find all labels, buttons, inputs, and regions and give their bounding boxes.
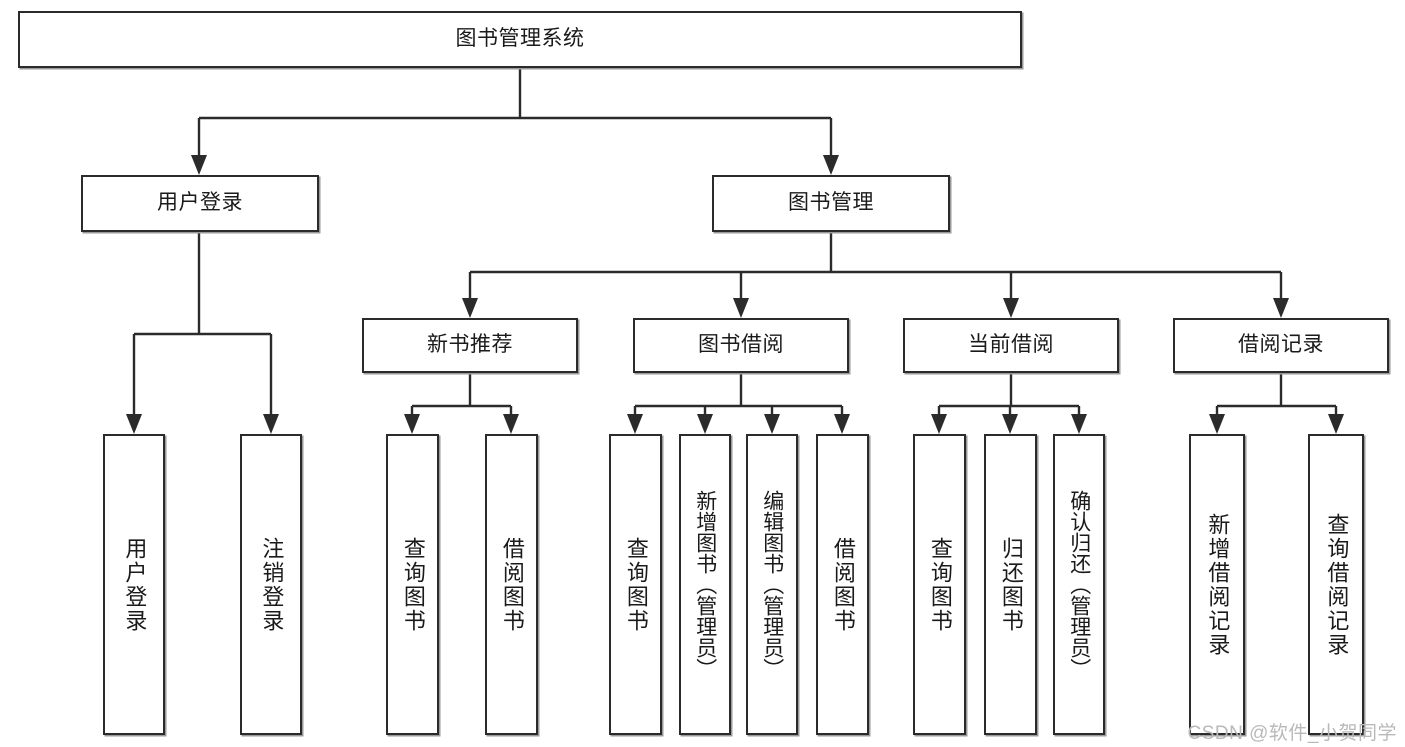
node-leaf-borrow-book-recommend[interactable]: 借阅图书 [485, 434, 538, 735]
node-leaf-confirm-return-admin[interactable]: 确认归还（管理员） [1053, 434, 1105, 735]
node-book-borrow-label: 图书借阅 [698, 333, 784, 357]
node-leaf-add-borrow-record-label: 新增借阅记录 [1205, 512, 1231, 657]
node-leaf-query-book-recommend[interactable]: 查询图书 [386, 434, 439, 735]
node-root-label: 图书管理系统 [455, 27, 585, 51]
arrow-borrow-leaf-1 [627, 414, 643, 434]
node-root[interactable]: 图书管理系统 [18, 11, 1022, 68]
node-book-management-label: 图书管理 [788, 191, 874, 215]
borrow-leaf-connectors [627, 373, 850, 434]
record-leaf-connectors [1209, 373, 1344, 434]
arrow-login-leaf-1 [126, 414, 142, 434]
login-connectors [126, 232, 279, 434]
arrow-to-login [191, 155, 207, 175]
arrow-borrow-leaf-3 [764, 414, 780, 434]
node-leaf-query-book-borrow-label: 查询图书 [623, 536, 649, 633]
node-borrow-record[interactable]: 借阅记录 [1173, 318, 1389, 373]
node-leaf-borrow-book[interactable]: 借阅图书 [816, 434, 869, 735]
arrow-borrow-leaf-4 [834, 414, 850, 434]
node-book-borrow[interactable]: 图书借阅 [633, 318, 849, 373]
arrow-current-leaf-3 [1071, 414, 1087, 434]
node-leaf-confirm-return-admin-label: 确认归还（管理员） [1067, 490, 1091, 679]
newbook-leaf-connectors [404, 373, 519, 434]
arrow-manage-c4 [1273, 298, 1289, 318]
node-new-book-recommend-label: 新书推荐 [427, 333, 513, 357]
arrow-current-leaf-2 [1002, 414, 1018, 434]
node-user-login[interactable]: 用户登录 [81, 175, 319, 232]
arrow-manage-c3 [1003, 298, 1019, 318]
node-leaf-return-book-label: 归还图书 [998, 536, 1024, 633]
node-borrow-record-label: 借阅记录 [1238, 333, 1324, 357]
node-leaf-return-book[interactable]: 归还图书 [984, 434, 1037, 735]
node-leaf-user-login[interactable]: 用户登录 [103, 434, 165, 735]
arrow-record-leaf-1 [1209, 414, 1225, 434]
current-leaf-connectors [931, 373, 1087, 434]
node-leaf-query-book-borrow[interactable]: 查询图书 [609, 434, 662, 735]
node-leaf-query-borrow-record-label: 查询借阅记录 [1324, 512, 1350, 657]
node-leaf-borrow-book-recommend-label: 借阅图书 [499, 536, 525, 633]
arrow-record-leaf-2 [1328, 414, 1344, 434]
node-user-login-label: 用户登录 [157, 191, 243, 215]
node-current-borrow-label: 当前借阅 [968, 333, 1054, 357]
node-leaf-add-book-admin-label: 新增图书（管理员） [693, 490, 717, 679]
arrow-to-manage [823, 155, 839, 175]
arrow-borrow-leaf-2 [697, 414, 713, 434]
root-connectors [191, 68, 839, 175]
arrow-newbook-leaf-2 [503, 414, 519, 434]
node-leaf-query-book-current[interactable]: 查询图书 [913, 434, 966, 735]
node-leaf-add-book-admin[interactable]: 新增图书（管理员） [679, 434, 731, 735]
node-leaf-query-borrow-record[interactable]: 查询借阅记录 [1308, 434, 1364, 735]
node-new-book-recommend[interactable]: 新书推荐 [362, 318, 578, 373]
node-leaf-edit-book-admin[interactable]: 编辑图书（管理员） [746, 434, 798, 735]
arrow-newbook-leaf-1 [404, 414, 420, 434]
arrow-manage-c1 [462, 298, 478, 318]
node-current-borrow[interactable]: 当前借阅 [903, 318, 1119, 373]
node-leaf-add-borrow-record[interactable]: 新增借阅记录 [1189, 434, 1245, 735]
node-leaf-borrow-book-label: 借阅图书 [830, 536, 856, 633]
node-leaf-query-book-recommend-label: 查询图书 [400, 536, 426, 633]
watermark: CSDN @软件_小贺同学 [1187, 723, 1397, 744]
node-leaf-logout-label: 注销登录 [259, 536, 285, 633]
node-book-management[interactable]: 图书管理 [712, 175, 950, 232]
arrow-current-leaf-1 [931, 414, 947, 434]
node-leaf-query-book-current-label: 查询图书 [927, 536, 953, 633]
node-leaf-edit-book-admin-label: 编辑图书（管理员） [760, 490, 784, 679]
manage-connectors [462, 232, 1289, 318]
arrow-login-leaf-2 [263, 414, 279, 434]
node-leaf-user-login-label: 用户登录 [122, 536, 148, 633]
node-leaf-logout[interactable]: 注销登录 [240, 434, 302, 735]
arrow-manage-c2 [733, 298, 749, 318]
